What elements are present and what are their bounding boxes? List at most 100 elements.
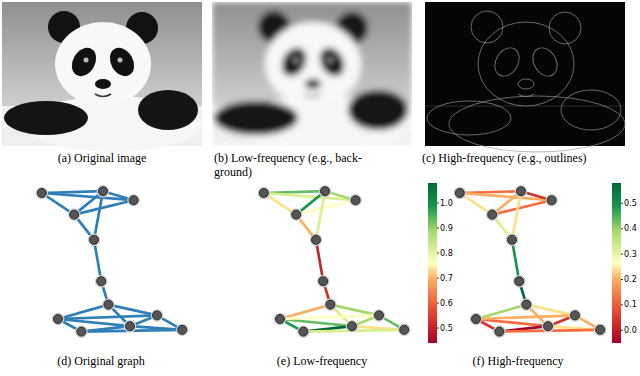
graph-node [259,189,268,198]
graph-node [348,322,357,331]
colorbar-tick-label: 0.4 [624,224,637,233]
graph-node [319,277,328,286]
panel-caption: (d) Original graph [57,354,144,368]
graph-node [77,327,86,336]
colorbar-tick-label: 0.5 [624,199,637,208]
tick-mark [437,303,439,304]
colorbar-tick-label: 0.8 [440,249,453,258]
graph-node-halo [124,320,137,333]
graph-node [153,311,162,320]
graph-node [515,277,524,286]
tick-mark [437,203,439,204]
colorbar-ticks [437,203,623,330]
tick-mark [437,278,439,279]
graph-node [455,189,464,198]
graph-node [472,315,481,324]
graph-node-halo [36,187,49,200]
graph-node-halo [470,313,483,326]
graph-node-halo [346,320,359,333]
colorbar [612,183,621,343]
graph-node-halo [297,325,310,338]
graph-edge [476,319,548,326]
panel-caption: (f) High-frequency [473,354,564,368]
graph-node-halo [513,275,526,288]
tick-mark [437,328,439,329]
graph-node-halo [454,187,467,200]
graph-edge [58,315,157,319]
graph-node-halo [102,298,115,311]
graph-node-halo [88,234,101,247]
tick-mark [621,304,623,305]
graph-edge [476,315,575,319]
original-graph [36,185,189,338]
graph-node [547,196,556,205]
graph-node-halo [515,185,528,198]
graph-node [299,327,308,336]
graph-node-halo [75,325,88,338]
graph-node-halo [68,208,81,221]
graph-node [104,300,113,309]
low-frequency-graph [258,185,411,338]
graph-node-halo [319,185,332,198]
colorbar-tick-label: 0.9 [440,224,453,233]
graph-node [326,300,335,309]
low-frequency-image [212,2,412,146]
graph-node [522,300,531,309]
graph-node-halo [545,194,558,207]
graph-node-halo [127,194,140,207]
tick-mark [621,279,623,280]
graph-node [544,322,553,331]
graph-edge [94,240,101,281]
colorbar-tick-label: 0.3 [624,250,637,259]
high-frequency-image [425,2,625,152]
graph-node [37,189,46,198]
graph-node [292,210,301,219]
graph-node [488,210,497,219]
tick-mark [621,203,623,204]
graph-node-halo [486,208,499,221]
colorbar-tick-label: 0.5 [440,324,453,333]
panel-caption: (b) Low-frequency (e.g., back- ground) [214,151,392,179]
graph-node [375,311,384,320]
panel-caption: (e) Low-frequency [277,354,367,368]
colorbar-tick-label: 0.2 [624,275,637,284]
graph-node-halo [506,234,519,247]
graph-node-halo [569,309,582,322]
tick-mark [621,330,623,331]
graph-edge [512,240,519,281]
graph-node [129,196,138,205]
graph-node [312,235,321,244]
graph-node-halo [310,234,323,247]
colorbar-tick-label: 0.1 [624,300,637,309]
graph-node-halo [324,298,337,311]
tick-mark [437,228,439,229]
graph-node [508,235,517,244]
graph-node-halo [176,324,189,337]
graph-node [97,277,106,286]
graph-node [321,187,330,196]
graph-edge [512,191,521,240]
colorbar-tick-label: 1.0 [440,199,453,208]
graph-node-halo [493,325,506,338]
tick-mark [437,253,439,254]
graph-node [276,315,285,324]
graph-node-halo [290,208,303,221]
graph-node-halo [520,298,533,311]
graph-node [126,322,135,331]
graph-node [70,210,79,219]
original-image [2,2,202,152]
panel-caption: (a) Original image [58,151,147,165]
graph-node-halo [95,275,108,288]
graph-edge [280,315,379,319]
graph-node [495,327,504,336]
graph-edge [280,319,352,326]
graph-edge [94,191,103,240]
tick-mark [621,228,623,229]
graph-node [90,235,99,244]
graph-node [571,311,580,320]
panel-caption: (c) High-frequency (e.g., outlines) [422,151,587,165]
graph-node-halo [52,313,65,326]
graph-node [351,196,360,205]
graph-edge [316,240,323,281]
